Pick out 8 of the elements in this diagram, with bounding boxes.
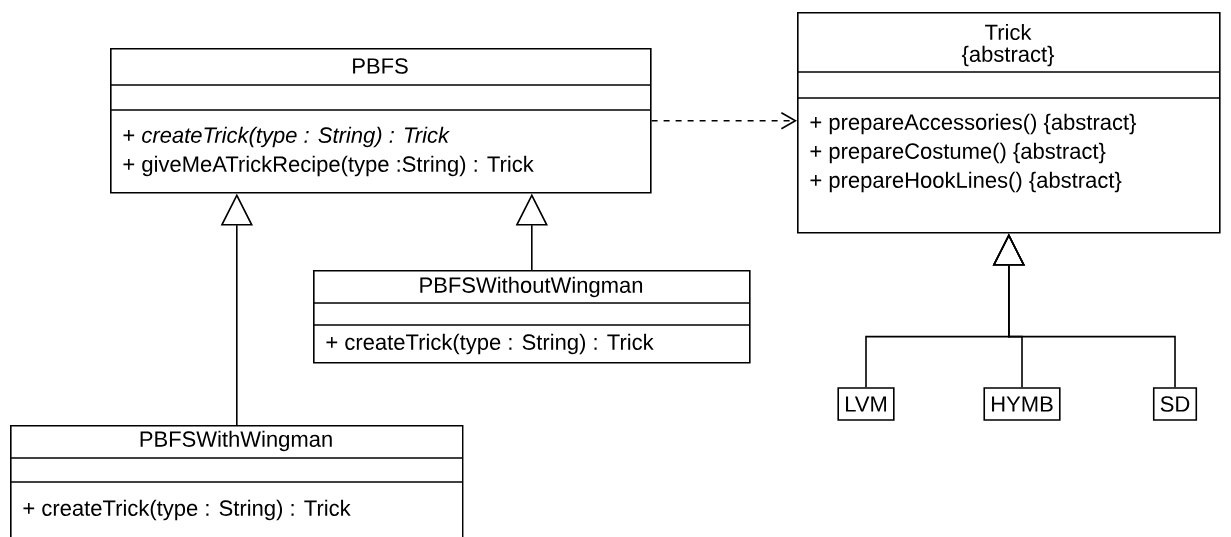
class-box: PBFS + createTrick(type : String) : Trick + giveMeATrickRecipe(type :String) : Trick (109, 48, 652, 194)
class-box: HYMB (983, 387, 1061, 421)
class-box: PBFSWithWingman + createTrick(type : String) : Trick (9, 425, 464, 537)
class-box: LVM (837, 387, 895, 421)
class-box: PBFSWithoutWingman + createTrick(type : String) : Trick (312, 270, 751, 364)
class-box: SD (1152, 387, 1198, 421)
dependency-arrow (650, 112, 797, 130)
class-box: Trick {abstract} + prepareAccessories() {abstract} + prepareCostume() {abstract} + prepareHookLines() {abstract} (796, 12, 1221, 234)
